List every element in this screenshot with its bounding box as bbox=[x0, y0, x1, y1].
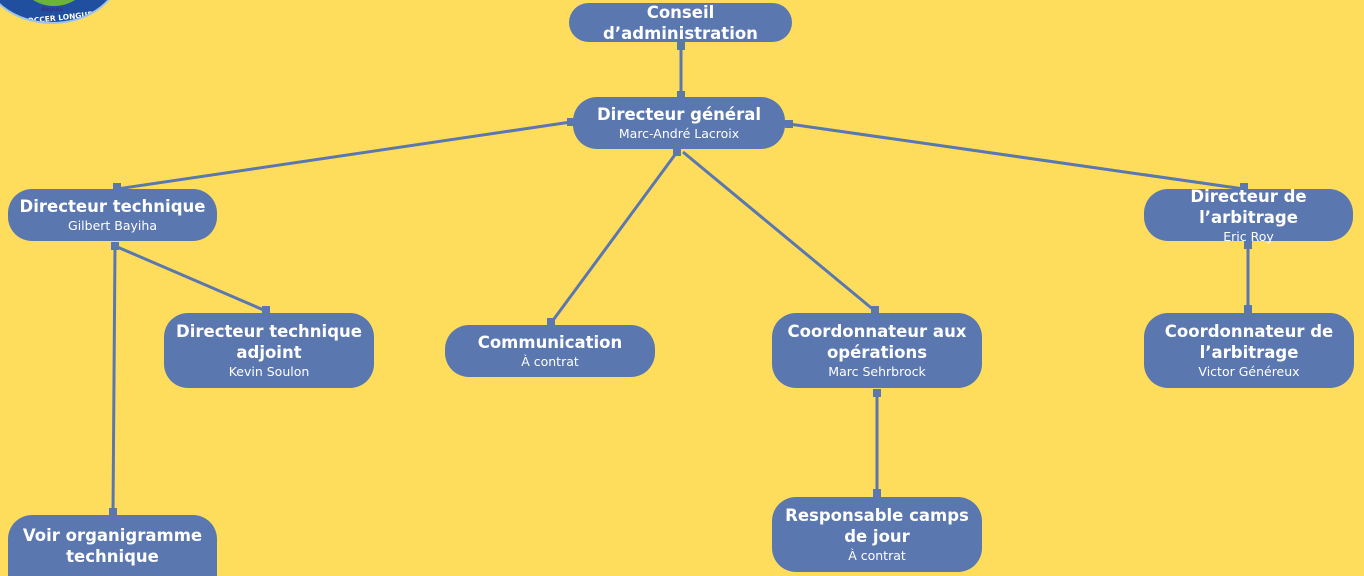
node-subtitle: À contrat bbox=[848, 548, 906, 563]
node-communication: Communication À contrat bbox=[445, 325, 655, 377]
connector-co-rcj bbox=[873, 389, 881, 497]
node-subtitle: Marc-André Lacroix bbox=[618, 126, 740, 141]
node-directeur-general: Directeur général Marc-André Lacroix bbox=[573, 97, 785, 149]
node-subtitle: Gilbert Bayiha bbox=[68, 218, 157, 233]
node-title: Directeur technique bbox=[19, 197, 206, 216]
node-subtitle: Marc Sehrbrock bbox=[828, 364, 926, 379]
connector-da-ca2 bbox=[1244, 241, 1252, 313]
logo-emblem bbox=[14, 0, 94, 6]
node-title: Coordonnateur aux opérations bbox=[787, 322, 967, 362]
node-responsable-camps-de-jour: Responsable camps de jour À contrat bbox=[772, 497, 982, 572]
node-title: Voir organigramme technique bbox=[22, 525, 203, 566]
node-directeur-technique: Directeur technique Gilbert Bayiha bbox=[8, 189, 217, 241]
voir-organigramme-technique-link[interactable]: Voir organigramme technique bbox=[8, 515, 217, 576]
node-title: Directeur technique adjoint bbox=[176, 322, 362, 362]
node-coordonnateur-operations: Coordonnateur aux opérations Marc Sehrbr… bbox=[772, 313, 982, 388]
node-subtitle: Victor Généreux bbox=[1198, 364, 1300, 379]
node-title: Directeur de l’arbitrage bbox=[1190, 186, 1307, 227]
connector-dt-dta bbox=[111, 242, 270, 314]
node-title: Conseil d’administration bbox=[603, 2, 758, 43]
node-subtitle: À contrat bbox=[521, 354, 579, 369]
logo-depuis-text: depuis bbox=[40, 6, 64, 13]
node-conseil-administration: Conseil d’administration bbox=[569, 2, 792, 43]
node-title: Directeur général bbox=[596, 105, 762, 124]
node-coordonnateur-arbitrage: Coordonnateur de l’arbitrage Victor Géné… bbox=[1144, 313, 1354, 388]
connector-dg-dt bbox=[113, 118, 575, 191]
node-title: Coordonnateur de l’arbitrage bbox=[1164, 322, 1334, 362]
connector-dg-com bbox=[547, 148, 681, 326]
connector-dg-da bbox=[785, 120, 1248, 191]
node-subtitle: Kevin Soulon bbox=[228, 364, 310, 379]
node-subtitle: Eric Roy bbox=[1223, 228, 1274, 244]
node-directeur-technique-adjoint: Directeur technique adjoint Kevin Soulon bbox=[164, 313, 374, 388]
connector-dt-voir bbox=[109, 245, 117, 516]
connector-ca-dg bbox=[677, 42, 685, 99]
connector-dg-co bbox=[682, 150, 879, 314]
node-title: Communication bbox=[477, 333, 623, 352]
node-directeur-arbitrage: Directeur de l’arbitrage Eric Roy bbox=[1144, 186, 1353, 244]
node-title: Responsable camps de jour bbox=[785, 506, 969, 546]
